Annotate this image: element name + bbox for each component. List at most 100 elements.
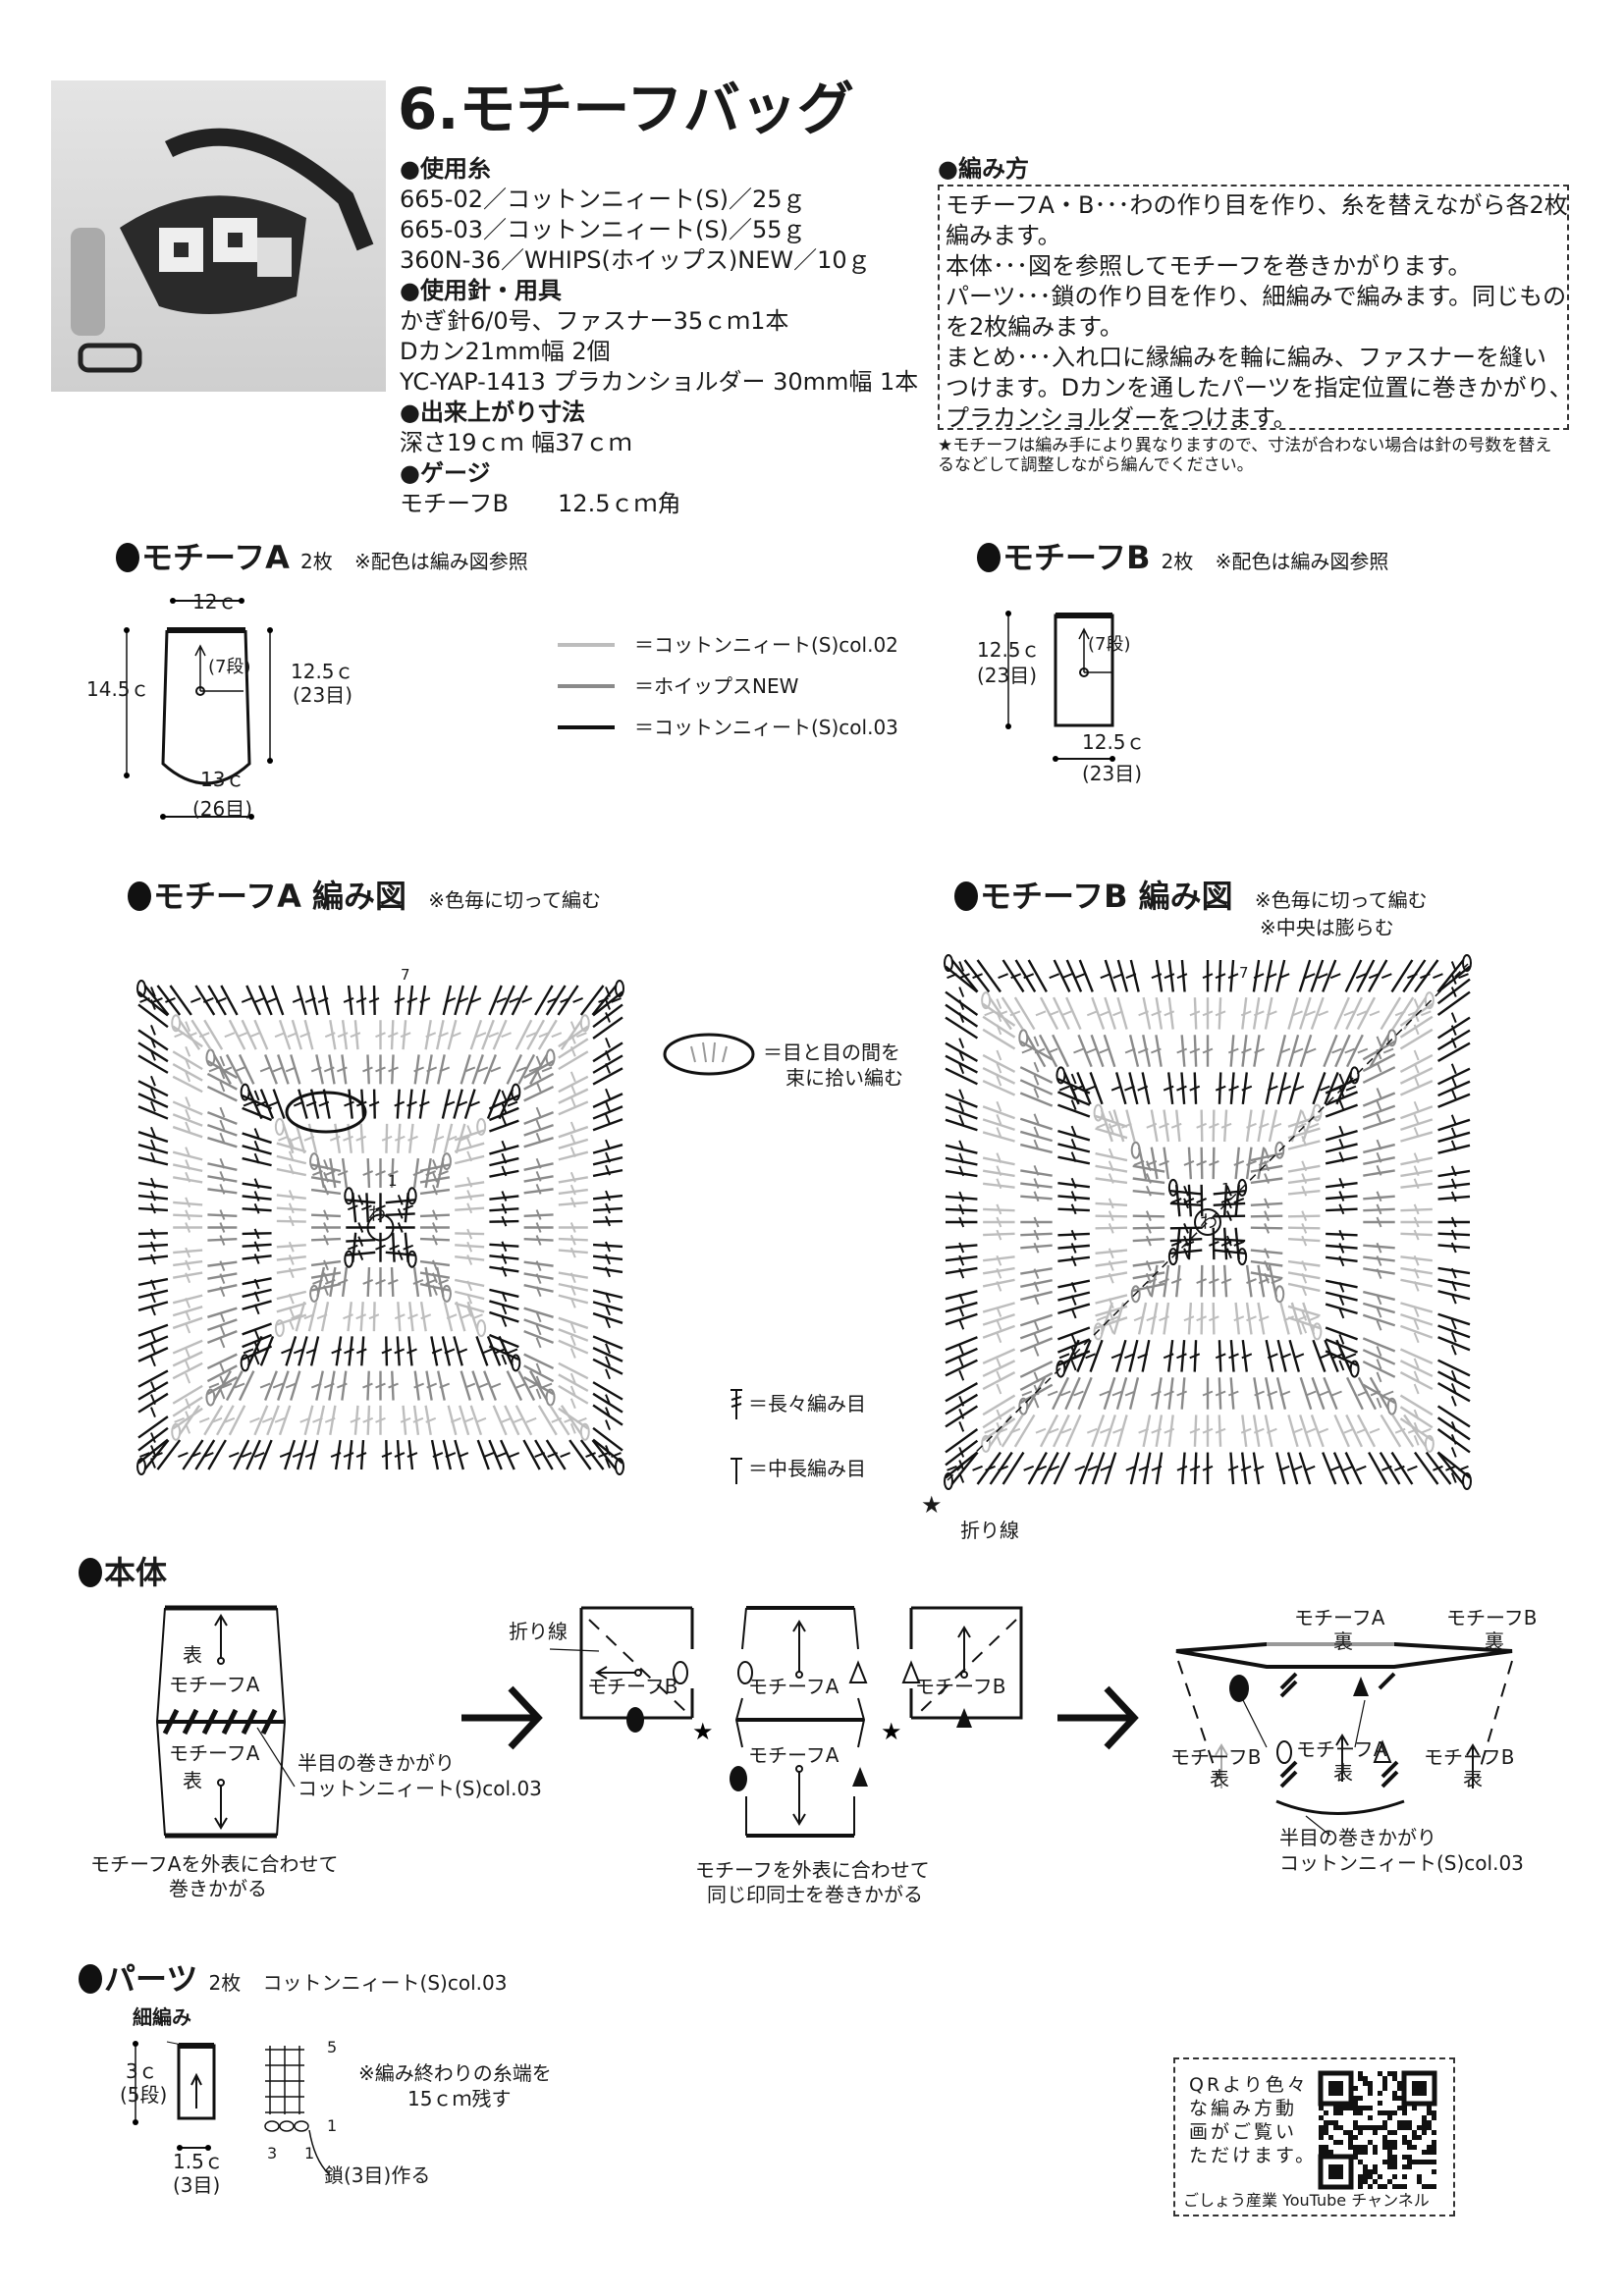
stitch-tick (268, 1100, 280, 1107)
stitch-tick (1413, 1127, 1420, 1138)
stitch-tick (507, 1348, 518, 1355)
stitch-tick (1100, 1465, 1111, 1471)
yarn-item: 665-02／コットンニィート(S)／25ｇ (400, 186, 806, 213)
stitch-tick (361, 1204, 372, 1211)
chain-loop (545, 1388, 556, 1407)
stitch-mark (1362, 1302, 1396, 1314)
stitch-mark (137, 1381, 169, 1401)
stitch-tick (535, 1311, 542, 1323)
qr-module (1368, 2140, 1373, 2145)
stitch-tick (243, 1100, 254, 1107)
stitch-tick (475, 1416, 487, 1423)
stitch-mark (172, 1062, 203, 1082)
stitch-mark (1019, 1130, 1054, 1143)
stitch-tick (605, 1266, 611, 1278)
stitch-mark (1265, 1072, 1274, 1105)
qr-module (1328, 2150, 1333, 2155)
qr-box: QRより色々 な編み方動 画がご覧い ただけます。 ごしょう産業 YouTube… (1173, 2057, 1455, 2216)
stitch-tick (457, 1100, 468, 1107)
stitch-mark (1279, 1302, 1290, 1335)
stitch-mark (523, 1124, 554, 1137)
stitch-tick (996, 1255, 1002, 1266)
stitch-tick (488, 1032, 500, 1039)
stitch-tick (1189, 1427, 1201, 1434)
stitch-tick (535, 1235, 542, 1246)
stitch-mark (1400, 1313, 1434, 1326)
stitch-mark (453, 1336, 463, 1366)
qr-module (1407, 2120, 1412, 2125)
stitch-mark (1019, 1337, 1054, 1353)
stitch-tick (1145, 1185, 1152, 1197)
stitch-tick (1450, 1114, 1457, 1126)
stitch-mark (483, 1370, 497, 1402)
qr-code[interactable] (1318, 2070, 1437, 2190)
stitch-tick (547, 1452, 559, 1458)
chain-loop (476, 1319, 487, 1338)
stitch-tick (1376, 1255, 1382, 1266)
stitch-tick (1061, 973, 1073, 980)
stitch-tick (425, 1032, 437, 1039)
stitch-tick (150, 1139, 156, 1150)
stitch-mark (259, 1335, 275, 1366)
stitch-tick (1145, 1210, 1152, 1222)
stitch-tick (150, 1202, 156, 1214)
stitch-tick (185, 1348, 191, 1359)
stitch-mark (982, 1313, 1015, 1326)
stitch-tick (426, 1066, 438, 1073)
stitch-tick (323, 1209, 329, 1221)
stitch-tick (1420, 1427, 1432, 1434)
stitch-tick (1278, 973, 1290, 980)
stitch-tick (305, 1348, 317, 1355)
stitch-tick (605, 1012, 611, 1023)
parts-heading: パーツ 2枚 コットンニィート(S)col.03 (79, 1959, 507, 2002)
stitch-mark (1288, 1339, 1301, 1372)
stitch-tick (1450, 1280, 1457, 1292)
stitch-tick (312, 1170, 323, 1176)
stitch-mark (488, 1106, 519, 1122)
stitch-mark (1150, 1264, 1159, 1298)
stitch-tick (1413, 1216, 1420, 1228)
stitch-mark (1436, 1041, 1471, 1062)
stitch-mark (137, 1029, 169, 1051)
stitch-tick (1108, 1160, 1114, 1172)
stitch-tick (466, 1176, 473, 1188)
stitch-tick (958, 1395, 965, 1407)
stitch-tick (432, 1222, 438, 1233)
stitch-tick (368, 997, 380, 1003)
stitch-tick (274, 1416, 286, 1423)
stitch-mark (1275, 959, 1286, 992)
body-motif-a-label: モチーフA (169, 1673, 260, 1696)
stitch-mark (242, 1106, 273, 1122)
fold-line (947, 963, 1469, 1481)
stitch-mark (172, 1050, 203, 1071)
stitch-mark (1091, 1452, 1106, 1485)
stitch-mark (1076, 1071, 1092, 1105)
qr-finder (1318, 2154, 1354, 2190)
stitch-tick (1308, 1122, 1320, 1129)
stitch-tick (996, 1267, 1002, 1279)
qr-module (1363, 2081, 1368, 2086)
stitch-mark (982, 1053, 1016, 1074)
stitch-mark (1400, 1131, 1434, 1143)
stitch-tick (1450, 1472, 1457, 1483)
chart-b-round-7: 7 (1239, 964, 1249, 982)
method-note: ★モチーフは編み手により異なりますので、寸法が合わない場合は針の号数を替え (938, 436, 1552, 455)
stitch-tick (1376, 1307, 1382, 1318)
stitch-mark (1399, 1348, 1434, 1364)
stitch-mark (447, 1405, 458, 1436)
stitch-mark (1275, 1452, 1286, 1485)
stitch-mark (558, 1282, 589, 1292)
stitch-mark (1089, 1339, 1104, 1372)
stitch-mark (1115, 1376, 1128, 1411)
stitch-mark (511, 985, 528, 1016)
stitch-mark (307, 1123, 318, 1154)
stitch-tick (1305, 1390, 1317, 1397)
stitch-mark (1142, 1035, 1151, 1067)
qr-module (1387, 2145, 1392, 2150)
stitch-mark (523, 1353, 555, 1370)
chain-loop (615, 1458, 624, 1475)
stitch-tick (528, 1382, 540, 1389)
qr-module (1328, 2120, 1333, 2125)
chain-loop (1130, 1141, 1141, 1159)
hdc-stitch-label: ＝中長編み目 (748, 1457, 866, 1480)
